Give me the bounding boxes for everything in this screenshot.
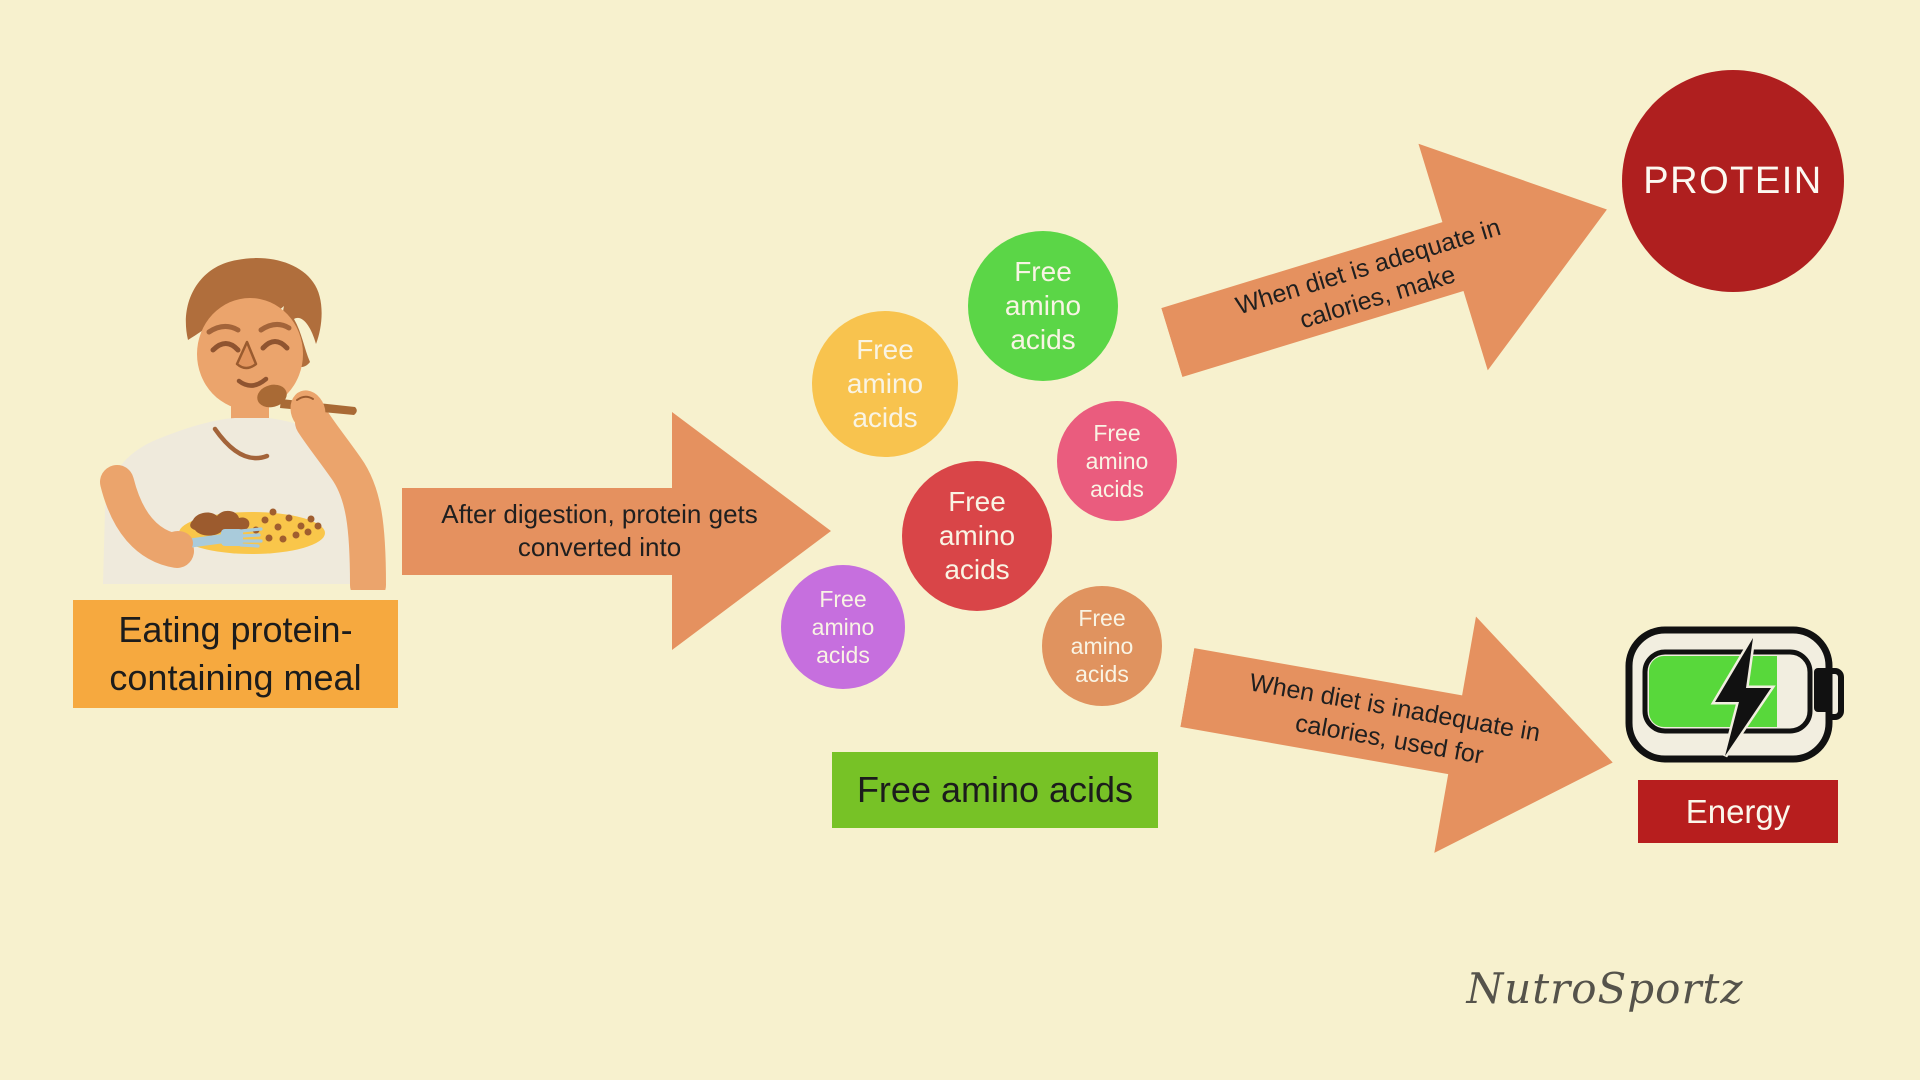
- amino-circle-red: Free amino acids: [902, 461, 1052, 611]
- person-eyebrow: [206, 324, 241, 335]
- amino-circle-text: amino: [1070, 633, 1134, 659]
- amino-circle-text: acids: [1075, 661, 1129, 687]
- arrow-right-shape: [1180, 616, 1613, 853]
- meal-label: Eating protein- containing meal: [73, 600, 398, 708]
- person-nose: [235, 340, 258, 370]
- plate-grains: [252, 508, 322, 543]
- person-eye: [260, 339, 290, 351]
- brand-signature: NutroSportz: [1466, 963, 1744, 1013]
- person-right-arm: [295, 404, 386, 590]
- person-eyebrow: [258, 322, 292, 333]
- person-left-hand: [163, 531, 193, 555]
- amino-circle-green: Free amino acids: [968, 231, 1118, 381]
- hand-finger-line: [296, 395, 314, 401]
- amino-circle-text: Free: [948, 486, 1006, 517]
- person-right-hand: [290, 390, 326, 432]
- amino-circle-text: Free: [1014, 256, 1072, 287]
- arrow-right-shape: [402, 412, 831, 650]
- person-eye: [210, 341, 241, 353]
- free-amino-acids-label-text: Free amino acids: [856, 769, 1134, 810]
- digestion-arrow-text: After digestion, protein gets converted …: [402, 412, 797, 650]
- amino-circle-text: Free: [1078, 605, 1126, 631]
- person-eating-illustration: [100, 258, 386, 590]
- adequate-arrow: When diet is adequate in calories, make: [1137, 97, 1641, 457]
- amino-circle-text: amino: [1085, 448, 1149, 474]
- energy-node-text: Energy: [1685, 792, 1791, 830]
- shirt-collar: [212, 426, 270, 461]
- energy-node: Energy: [1638, 780, 1838, 843]
- amino-circle-text: amino: [938, 520, 1016, 551]
- amino-circle-text: Free: [856, 334, 914, 365]
- amino-circle-text: acids: [852, 402, 918, 433]
- amino-circle-text: acids: [1010, 324, 1076, 355]
- amino-circle-text: Free: [1093, 420, 1141, 446]
- digestion-arrow: After digestion, protein gets converted …: [402, 412, 831, 650]
- amino-circle-pink: Free amino acids: [1057, 401, 1177, 521]
- lightning-bolt-icon: [1710, 636, 1776, 758]
- free-amino-acids-label: Free amino acids: [832, 752, 1158, 828]
- amino-circle-text: amino: [846, 368, 924, 399]
- battery-icon: [1625, 626, 1844, 763]
- amino-circle-text: Free: [819, 586, 867, 612]
- adequate-arrow-text: When diet is adequate in calories, make: [1137, 107, 1608, 456]
- amino-circle-text: acids: [1090, 476, 1144, 502]
- inadequate-arrow-text: When diet is inadequate in calories, use…: [1166, 569, 1617, 878]
- inadequate-arrow: When diet is inadequate in calories, use…: [1166, 569, 1633, 880]
- amino-circle-text: amino: [1004, 290, 1082, 321]
- amino-circle-text: acids: [944, 554, 1010, 585]
- amino-circle-tan: Free amino acids: [1042, 586, 1162, 706]
- digestion-arrow-line2: converted into: [517, 532, 682, 562]
- protein-node: PROTEIN: [1622, 70, 1844, 292]
- protein-node-text: PROTEIN: [1643, 159, 1823, 202]
- person-smile: [236, 376, 269, 388]
- amino-circle-text: amino: [811, 614, 875, 640]
- digestion-arrow-line1: After digestion, protein gets: [441, 498, 758, 529]
- arrow-right-shape: [1161, 143, 1607, 377]
- amino-circle-yellow: Free amino acids: [812, 311, 958, 457]
- amino-circle-text: acids: [816, 642, 870, 668]
- amino-circle-purple: Free amino acids: [781, 565, 905, 689]
- meal-label-line2: containing meal: [109, 657, 362, 698]
- meal-label-line1: Eating protein-: [118, 609, 353, 650]
